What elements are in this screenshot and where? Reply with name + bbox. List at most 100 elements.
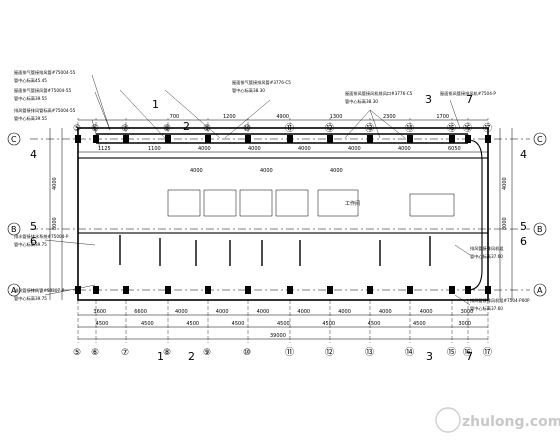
bottom-axis-label: ⑬ [365,347,374,358]
section-mark-3-top: 3 [425,93,432,106]
watermark: zhulong.com [435,407,560,433]
note-right-4: 管中心标高37.60 [470,305,503,312]
bottom-dim-text-1: 4000 [175,309,188,315]
note-left-2: 管中心标高45.45 [14,77,47,84]
column [485,135,491,143]
top-axis-label: ⑯ [463,123,472,134]
room-label-3: 4000 [330,168,343,174]
room-label-4: 工作间 [345,200,360,207]
total-dim-text: 39000 [270,333,286,339]
column [165,286,171,294]
bottom-dim-text-1: 6600 [134,309,147,315]
duct-lines [96,133,468,266]
section-mark-1-bottom: 1 [157,350,164,363]
top-axis-label: ⑬ [365,123,374,134]
bottom-dim-text-1: 4000 [216,309,229,315]
column [407,135,413,143]
column [465,135,471,143]
bottom-dim-text-2: 4500 [232,321,245,327]
column [327,135,333,143]
top-dim-text: 1200 [223,114,236,120]
top-axis-label: ⑫ [325,123,334,134]
column [407,286,413,294]
top-dim-text: 4900 [276,114,289,120]
row-axis-bubble-right [533,283,547,297]
bottom-dim-text-2: 4500 [413,321,426,327]
column [75,286,81,294]
section-mark-4-left: 4 [30,148,37,161]
section-mark-1-top: 1 [152,98,159,111]
mid-dim-text: 4000 [398,146,411,152]
top-dim-text: 700 [170,114,180,120]
top-dim-text: 2300 [383,114,396,120]
column [287,135,293,143]
note-left-1: 屋面排气管接排风管#75004-55 [14,69,76,76]
bottom-axis-label: ⑤ [73,348,81,358]
section-mark-7-bottom: 7 [466,350,473,363]
column [165,135,171,143]
section-mark-2-top: 2 [183,120,190,133]
section-mark-7-top: 7 [466,93,473,106]
top-axis-label: ⑥ [91,124,99,134]
bottom-axis-label: ⑩ [243,348,251,358]
top-dim-text: 1700 [436,114,449,120]
row-axis-label-right: C [537,135,543,144]
note-right-1: 排风管接排风机组 [470,245,504,252]
section-mark-4-right: 4 [520,148,527,161]
column [123,135,129,143]
left-dim-text: 4000 [52,177,58,190]
bottom-axis-label: ⑰ [483,347,492,358]
bottom-dim-text-1: 4000 [297,309,310,315]
section-mark-6-right: 6 [520,235,527,248]
note-top-3: 屋面排风管接风机排风口#3776-C5 [345,90,413,97]
bottom-axis-label: ⑨ [203,348,211,358]
section-mark-6-left: 6 [30,235,37,248]
note-left-7: 排水管接排水系统#75004-P [14,233,69,240]
bottom-axis-label: ⑧ [163,348,171,358]
column [287,286,293,294]
bottom-dim-text-1: 4000 [420,309,433,315]
note-right-3: 排风管接排风机组#7504-P00P [470,297,530,304]
top-axis-label: ⑤ [73,124,81,134]
left-dim-text: 8000 [52,217,58,230]
bottom-dim-text-2: 4500 [186,321,199,327]
column [327,286,333,294]
mid-dim-text: 1100 [148,146,161,152]
column [449,135,455,143]
row-axis-bubble-left [7,283,21,297]
mid-dim-text: 4000 [298,146,311,152]
room-label-2: 4000 [260,168,273,174]
bottom-dim-text-1: 4000 [338,309,351,315]
top-axis-label: ⑧ [163,124,171,134]
room-label-1: 4000 [190,168,203,174]
row-axis-label-right: B [537,225,543,234]
mid-dim-text: 4000 [248,146,261,152]
bottom-dim-text-1: 4000 [257,309,270,315]
note-left-5: 排风管接排风管标高#75004-55 [14,107,76,114]
bottom-dim-text-1: 3000 [461,309,474,315]
note-left-3: 屋面排气管接风管#75004-55 [14,87,72,94]
row-axis-label-left: B [11,225,17,234]
section-mark-2-bottom: 2 [188,350,195,363]
bottom-dim-text-2: 3000 [458,321,471,327]
bottom-dim-text-1: 4000 [379,309,392,315]
bottom-axis-label: ⑦ [121,348,129,358]
top-axis-label: ⑪ [285,123,294,134]
bottom-axis-label: ⑥ [91,348,99,358]
section-mark-3-bottom: 3 [426,350,433,363]
note-left-10: 管中心标高39.75 [14,295,47,302]
column [123,286,129,294]
section-mark-5-right: 5 [520,220,527,233]
section-mark-5-left: 5 [30,220,37,233]
top-axis-label: ⑮ [447,123,456,134]
right-dim-text: 4000 [502,177,508,190]
row-axis-bubble-left [7,222,21,236]
column [93,135,99,143]
column [75,135,81,143]
bottom-axis-label: ⑯ [463,347,472,358]
column [449,286,455,294]
top-axis-label: ⑩ [243,124,251,134]
row-axis-bubble-right [533,132,547,146]
right-dim-text: 8000 [502,217,508,230]
